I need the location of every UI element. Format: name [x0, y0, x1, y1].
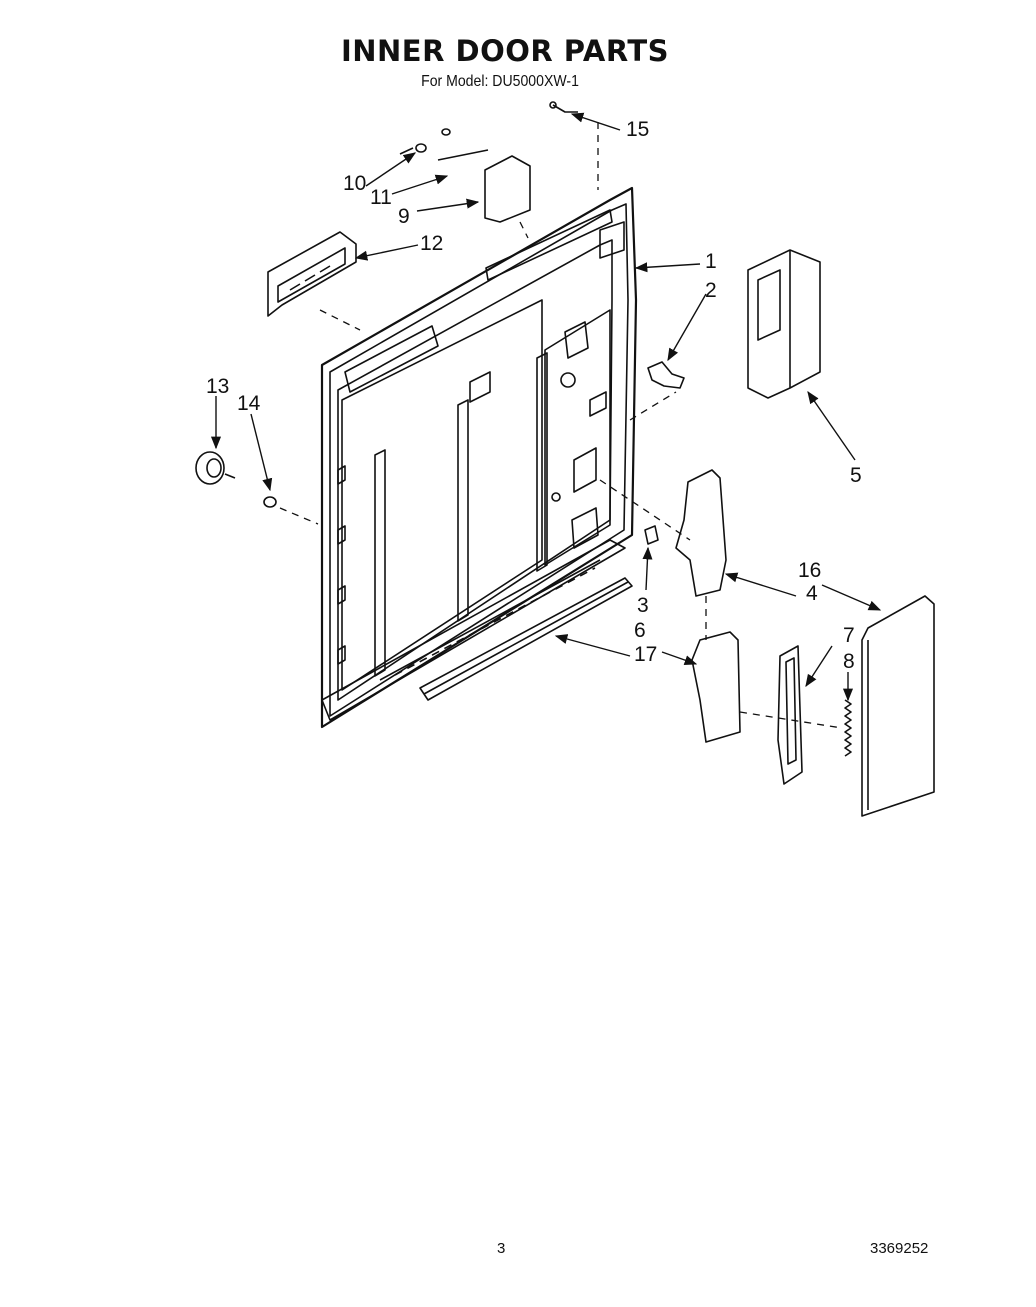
diagram-title: INNER DOOR PARTS: [340, 34, 670, 68]
callout-8: 8: [843, 650, 855, 673]
callout-15: 15: [626, 118, 649, 141]
bottom-gasket-strip: [419, 577, 633, 701]
callout-14: 14: [237, 392, 261, 415]
page-number: 3: [497, 1240, 506, 1257]
callout-10: 10: [343, 172, 366, 195]
callout-16: 16: [798, 559, 821, 582]
door-cam-and-washer: [195, 451, 277, 508]
document-number: 3369252: [870, 1240, 929, 1257]
screw-15: [552, 104, 578, 113]
latch-clip: [647, 361, 685, 389]
callout-3: 3: [637, 594, 649, 617]
callout-12: 12: [420, 232, 443, 255]
callout-labels: 1 2 3 4 5 6 7 8 9 10 11 12 13 14 15 16 1…: [206, 118, 862, 673]
latch-spring: [844, 699, 852, 757]
side-cover-plate: [861, 595, 935, 817]
callout-5: 5: [850, 464, 862, 487]
model-subtitle: For Model: DU5000XW-1: [421, 73, 579, 90]
callout-1: 1: [705, 250, 717, 273]
callout-17: 17: [634, 643, 657, 666]
door-handle: [267, 231, 357, 317]
latch-housing: [747, 249, 821, 399]
callout-6: 6: [634, 619, 646, 642]
callout-7: 7: [843, 624, 855, 647]
latch-catch: [691, 631, 741, 743]
callout-9: 9: [398, 205, 410, 228]
callout-11: 11: [370, 186, 392, 209]
pin-and-spring: [399, 128, 489, 161]
inner-door-panel: [320, 186, 638, 729]
bumper: [644, 525, 659, 545]
callout-2: 2: [705, 279, 717, 302]
door-latch: [675, 469, 727, 597]
callout-13: 13: [206, 375, 229, 398]
callout-4: 4: [806, 582, 818, 605]
switch-cover: [484, 155, 531, 223]
